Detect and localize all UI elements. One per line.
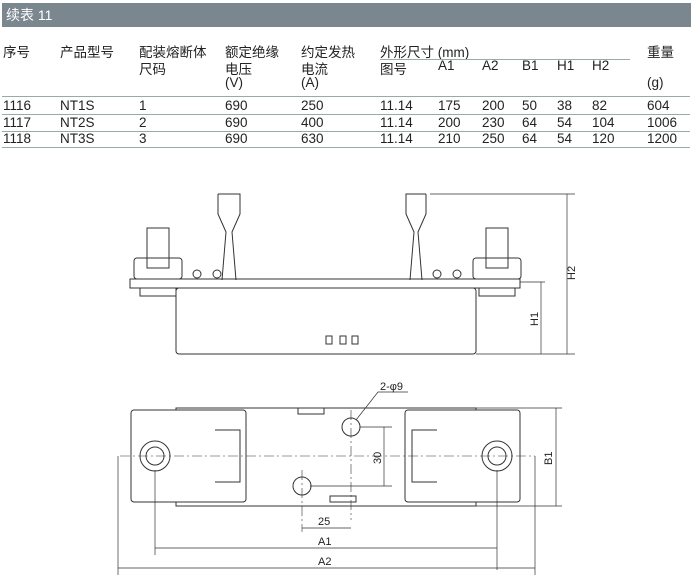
table-cell: 82 <box>592 98 608 113</box>
header-voltage-unit: (V) <box>225 75 243 90</box>
header-dims: 外形尺寸 (mm) <box>380 45 470 60</box>
table-cell: NT3S <box>60 131 95 146</box>
header-current-2: 电流 <box>301 62 328 77</box>
table-cell: 690 <box>225 98 248 113</box>
table-cell: 690 <box>225 114 248 130</box>
header-a1: A1 <box>438 58 455 73</box>
table-cell: 1116 <box>3 98 32 113</box>
label-25: 25 <box>318 516 330 528</box>
table-cell: 11.14 <box>380 131 413 146</box>
header-fuse-size: 配装熔断体 <box>139 45 207 60</box>
table-cell: 2 <box>139 114 147 130</box>
header-h1: H1 <box>557 58 575 73</box>
table-cell: 1117 <box>3 114 32 130</box>
table-cell: 250 <box>482 131 505 146</box>
header-weight: 重量 <box>647 45 674 60</box>
header-model: 产品型号 <box>60 45 114 60</box>
table-cell: 1118 <box>3 131 32 146</box>
header-a2: A2 <box>482 58 499 73</box>
table-cell: 38 <box>557 98 573 113</box>
table-cell: 11.14 <box>380 98 413 113</box>
header-h2: H2 <box>592 58 610 73</box>
row-divider <box>2 147 690 148</box>
table-cell: 50 <box>522 98 538 113</box>
table-cell: 54 <box>557 114 573 130</box>
divider <box>2 96 690 97</box>
table-cell: 3 <box>139 131 147 146</box>
table-cell: 64 <box>522 131 538 146</box>
table-cell: 54 <box>557 131 573 146</box>
table-cell: 1006 <box>647 114 678 130</box>
header-b1: B1 <box>522 58 539 73</box>
label-b1: B1 <box>543 452 555 465</box>
table-cell: 64 <box>522 114 538 130</box>
header-voltage-2: 电压 <box>225 62 252 77</box>
table-cell: NT2S <box>60 114 95 130</box>
label-h2: H2 <box>566 266 578 280</box>
label-a1: A1 <box>318 536 331 548</box>
table-cell: 400 <box>301 114 324 130</box>
table-cell: NT1S <box>60 98 95 113</box>
table-cell: 604 <box>647 98 670 113</box>
label-a2: A2 <box>318 556 331 568</box>
table-cell: 230 <box>482 114 505 130</box>
header-fuse-size-2: 尺码 <box>139 62 166 77</box>
label-holes: 2-φ9 <box>380 381 403 393</box>
header-seq: 序号 <box>3 45 30 60</box>
top-view <box>117 391 562 575</box>
table-cell: 210 <box>438 131 461 146</box>
table-cell: 175 <box>438 98 461 113</box>
header-weight-unit: (g) <box>647 75 664 90</box>
table-cell: 630 <box>301 131 324 146</box>
header-current-unit: (A) <box>301 75 319 90</box>
header-fig: 图号 <box>380 62 407 77</box>
table-cell: 1200 <box>647 131 678 146</box>
table-cell: 200 <box>482 98 505 113</box>
side-view <box>129 193 575 355</box>
row-divider <box>2 130 690 132</box>
table-cell: 690 <box>225 131 248 146</box>
table-cell: 104 <box>592 114 615 130</box>
table-cell: 200 <box>438 114 461 130</box>
dims-underline <box>380 59 630 60</box>
header-voltage: 额定绝缘 <box>225 45 279 60</box>
table-cell: 11.14 <box>380 114 413 130</box>
table-cell: 250 <box>301 98 324 113</box>
row-divider <box>2 114 690 115</box>
table-cell: 120 <box>592 131 615 146</box>
table-title: 续表 11 <box>2 3 691 27</box>
table-cell: 1 <box>139 98 147 113</box>
header-current: 约定发热 <box>301 45 355 60</box>
label-30: 30 <box>372 452 384 464</box>
label-h1: H1 <box>529 312 541 326</box>
